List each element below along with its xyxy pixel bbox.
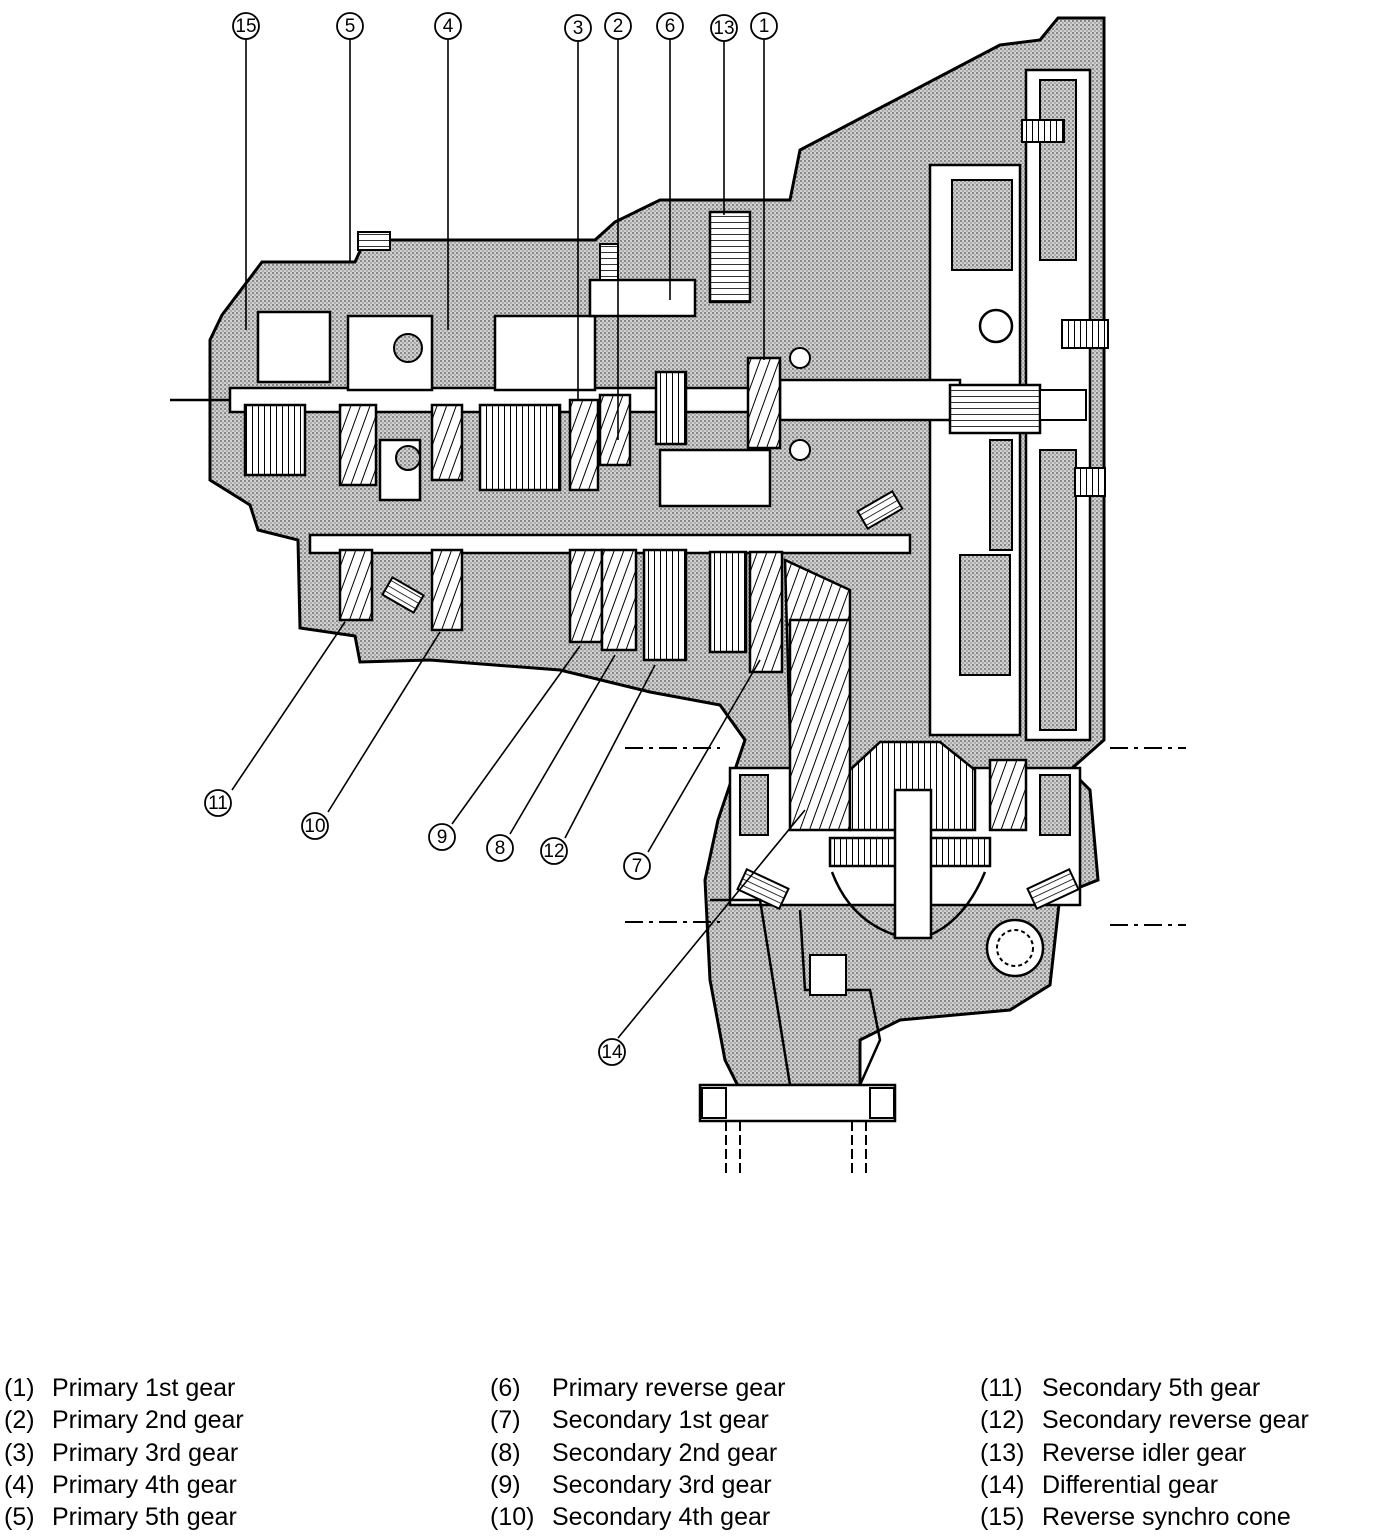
callout-label: 14 xyxy=(601,1042,623,1063)
differential-assembly xyxy=(625,618,1186,978)
legend-item: (13)Reverse idler gear xyxy=(980,1438,1247,1467)
callout-label: 9 xyxy=(437,827,448,848)
legend-item: (5)Primary 5th gear xyxy=(4,1503,237,1532)
callout-label: 15 xyxy=(235,16,256,37)
callout-label: 5 xyxy=(345,16,356,37)
callout-circle xyxy=(428,823,456,851)
legend-item: (14)Differential gear xyxy=(980,1470,1219,1499)
callout-circle xyxy=(710,14,738,42)
lower-mount xyxy=(698,898,897,1175)
callout-circle xyxy=(623,852,651,880)
primary-gears xyxy=(243,356,782,492)
callout-13: 13 xyxy=(710,14,738,42)
callout-label: 4 xyxy=(443,16,454,37)
legend-item: (12)Secondary reverse gear xyxy=(980,1406,1309,1435)
legend-item: (9)Secondary 3rd gear xyxy=(490,1470,772,1499)
callout-2: 2 xyxy=(604,12,632,40)
legend-item: (15)Reverse synchro cone xyxy=(980,1503,1291,1532)
callout-circle xyxy=(656,12,684,40)
callout-9: 9 xyxy=(428,823,456,851)
legend-item: (1)Primary 1st gear xyxy=(4,1374,236,1402)
legend-column-1: (1)Primary 1st gear (2)Primary 2nd gear … xyxy=(4,1372,244,1533)
callout-circle xyxy=(598,1038,626,1066)
legend-column-3: (11)Secondary 5th gear (12)Secondary rev… xyxy=(980,1372,1309,1533)
callout-7: 7 xyxy=(623,852,651,880)
callout-circle xyxy=(434,12,462,40)
legend-item: (2)Primary 2nd gear xyxy=(4,1406,244,1435)
callout-6: 6 xyxy=(656,12,684,40)
legend-item: (7)Secondary 1st gear xyxy=(490,1406,769,1435)
callout-label: 7 xyxy=(632,856,643,877)
legend-item: (6)Primary reverse gear xyxy=(490,1374,786,1402)
callout-circle xyxy=(204,789,232,817)
legend-item: (8)Secondary 2nd gear xyxy=(490,1438,778,1467)
callout-5: 5 xyxy=(336,12,364,40)
legend-column-2: (6)Primary reverse gear (7)Secondary 1st… xyxy=(490,1372,785,1533)
synchro-assemblies xyxy=(256,210,811,508)
callout-label: 8 xyxy=(495,838,506,859)
callout-4: 4 xyxy=(434,12,462,40)
callout-label: 2 xyxy=(613,16,624,37)
callout-label: 10 xyxy=(304,816,325,837)
legend-item: (4)Primary 4th gear xyxy=(4,1470,237,1499)
legend-item: (10)Secondary 4th gear xyxy=(490,1503,771,1532)
callout-label: 6 xyxy=(665,16,676,37)
callout-circle xyxy=(564,14,592,42)
callout-8: 8 xyxy=(486,834,514,862)
callout-circle xyxy=(232,12,260,40)
callout-14: 14 xyxy=(598,1038,626,1066)
callout-3: 3 xyxy=(564,14,592,42)
callout-label: 3 xyxy=(573,18,584,39)
callout-circle xyxy=(301,812,329,840)
callout-10: 10 xyxy=(301,812,329,840)
callout-circle xyxy=(336,12,364,40)
callout-15: 15 xyxy=(232,12,260,40)
callout-circle xyxy=(750,12,778,40)
callout-11: 11 xyxy=(204,789,232,817)
legend-item: (3)Primary 3rd gear xyxy=(4,1438,239,1467)
legend-item: (11)Secondary 5th gear xyxy=(980,1374,1261,1402)
leader-lines xyxy=(231,39,806,1039)
callout-1: 1 xyxy=(750,12,778,40)
callout-label: 1 xyxy=(759,16,770,37)
callout-label: 11 xyxy=(208,793,228,814)
callout-circle xyxy=(540,837,568,865)
callout-label: 12 xyxy=(543,841,564,862)
callout-label: 13 xyxy=(713,18,734,39)
callout-circle xyxy=(604,12,632,40)
callout-12: 12 xyxy=(540,837,568,865)
callout-circle xyxy=(486,834,514,862)
